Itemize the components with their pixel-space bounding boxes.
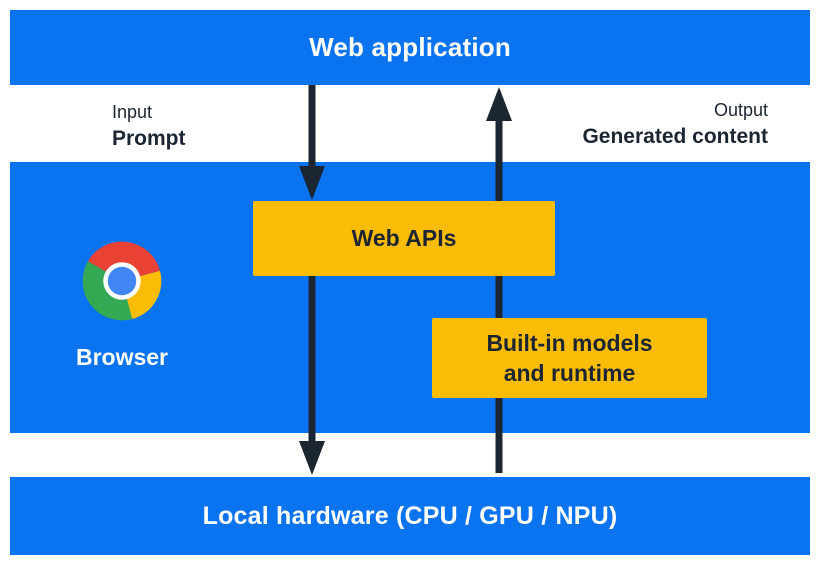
web-apis-box: Web APIs — [253, 201, 555, 276]
browser-label: Browser — [75, 344, 169, 370]
input-value: Prompt — [112, 127, 186, 150]
web-apis-label: Web APIs — [351, 225, 457, 251]
local-hardware-label: Local hardware (CPU / GPU / NPU) — [202, 501, 618, 530]
output-caption: Output — [713, 100, 768, 120]
web-application-bar: Web application — [10, 10, 810, 85]
web-application-label: Web application — [309, 32, 511, 62]
local-hardware-bar: Local hardware (CPU / GPU / NPU) — [10, 477, 810, 555]
chrome-logo-icon — [82, 241, 162, 321]
output-label-group: Output Generated content — [582, 98, 768, 151]
builtin-models-box: Built-in models and runtime — [432, 318, 707, 398]
output-value: Generated content — [582, 125, 768, 148]
builtin-models-label-line1: Built-in models — [486, 330, 653, 356]
builtin-models-label-line2: and runtime — [503, 360, 636, 386]
input-caption: Input — [112, 102, 153, 122]
input-label-group: Input Prompt — [112, 100, 186, 153]
